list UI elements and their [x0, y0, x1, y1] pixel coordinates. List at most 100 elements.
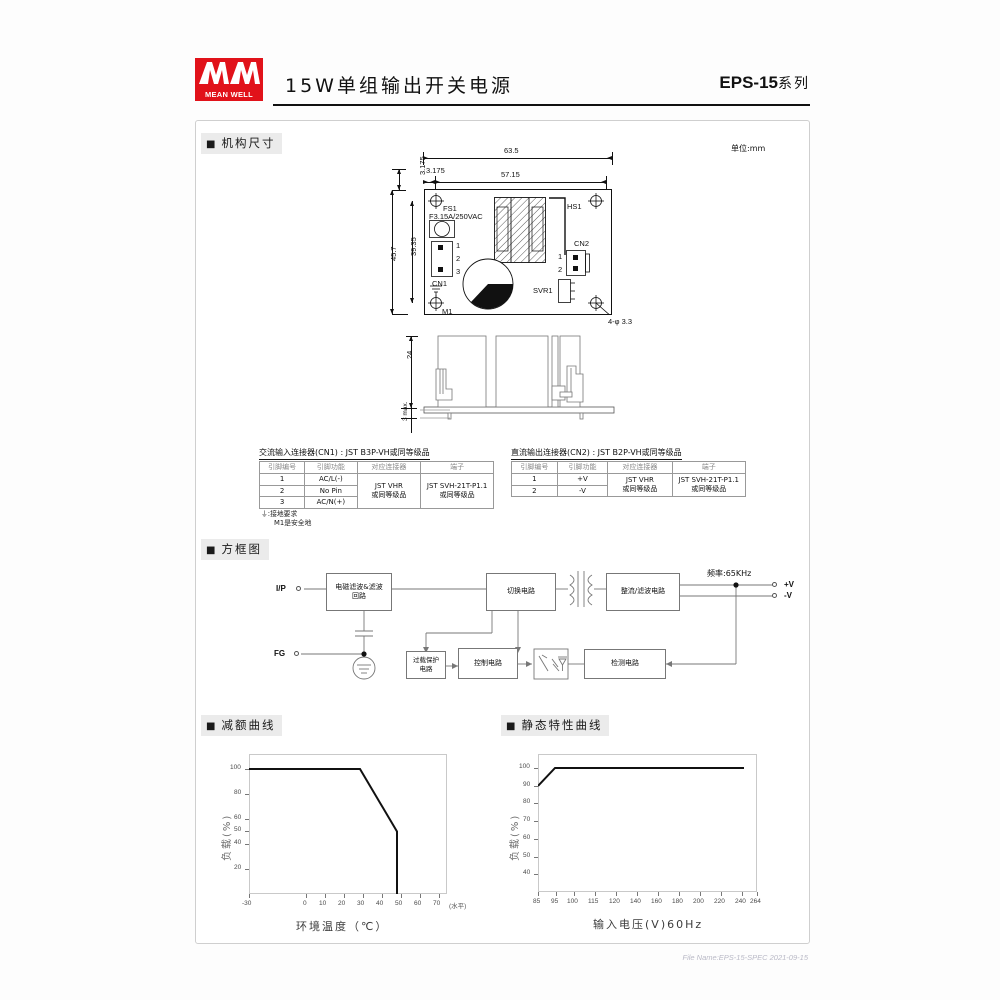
derating-ytick-100 — [245, 769, 249, 770]
output-terminal-pos — [772, 582, 777, 587]
earth-ground-symbol-m1 — [430, 285, 442, 297]
col-pin-no: 引脚编号 — [258, 461, 306, 474]
dim-arrow-63-left — [423, 155, 428, 160]
grounding-note-line2: M1是安全地 — [274, 519, 312, 527]
dim-arrow-3175-b — [430, 179, 435, 184]
static-xlabel-160: 160 — [651, 898, 662, 905]
dim-arrow-24-down — [408, 403, 413, 408]
fuse-rating-label: F3.15A/250VAC — [429, 212, 483, 221]
static-xtick-100 — [574, 892, 575, 896]
static-xlabel-115: 115 — [588, 898, 599, 905]
unit-note: 单位:mm — [731, 144, 766, 153]
input-terminal-ip — [296, 586, 301, 591]
bullet-square-icon: ■ — [206, 139, 218, 150]
static-ylabel-50: 50 — [523, 852, 531, 859]
table-row: 3 AC/N(+) — [258, 496, 494, 509]
output-label-pos: +V — [784, 580, 795, 589]
page-title: 15W单组输出开关电源 — [285, 75, 513, 97]
derating-xtick-20 — [344, 894, 345, 898]
dim-label-24: 24 — [405, 350, 414, 359]
header-divider — [273, 104, 810, 106]
pcb-outline-top-view — [424, 189, 612, 315]
static-xlabel-220: 220 — [714, 898, 725, 905]
fuse-symbol — [429, 220, 455, 238]
derating-xtick-m30 — [249, 894, 250, 898]
svr1-symbol — [558, 279, 575, 303]
static-xlabel-95: 95 — [551, 898, 559, 905]
static-xtick-85 — [538, 892, 539, 896]
cell-pin-func: -V — [556, 484, 609, 498]
hole-spec-label: 4-φ 3.3 — [608, 317, 633, 326]
col-terminal: 端子 — [671, 461, 747, 474]
wire-arrow-opto-to-control — [526, 661, 532, 667]
static-ylabel-80: 80 — [523, 798, 531, 805]
dim-line-63 — [423, 158, 612, 159]
static-xtick-115 — [595, 892, 596, 896]
bullet-square-icon: ■ — [506, 721, 518, 732]
derating-xtick-60 — [420, 894, 421, 898]
cn2-connector-symbol — [566, 250, 590, 276]
block-rectifier-filter: 整流/滤波电路 — [606, 573, 680, 611]
fg-junction-dot — [361, 651, 367, 657]
svr1-label: SVR1 — [533, 286, 553, 295]
dim-line-24 — [411, 336, 412, 408]
output-terminal-neg — [772, 593, 777, 598]
dim-arrow-3175-v-up — [396, 169, 401, 174]
wire-arrow-olp-to-control — [452, 663, 458, 669]
derating-ylabel-60: 60 — [234, 814, 242, 821]
dim-arrow-3175-a — [423, 179, 428, 184]
cn2-pin-1: 1 — [558, 252, 563, 261]
section-header-mechanical: ■机构尺寸 — [201, 133, 283, 154]
derating-curve — [249, 768, 398, 894]
cell-pin-func: +V — [556, 472, 609, 486]
cn1-connector-symbol — [431, 241, 453, 277]
input-terminal-fg — [294, 651, 299, 656]
series-code: EPS-15 — [719, 73, 778, 92]
table-row: 1 +V JST VHR 或同等级品 JST SVH-21T-P1.1 或同等级… — [511, 472, 747, 498]
cn2-connector-table: 引脚编号 引脚功能 对应连接器 端子 1 +V JST VHR 或同等级品 JS… — [511, 461, 747, 498]
cn2-pin-2: 2 — [558, 265, 563, 274]
bullet-square-icon: ■ — [206, 721, 218, 732]
derating-ylabel-100: 100 — [230, 764, 241, 771]
col-pin-func: 引脚功能 — [304, 461, 358, 474]
derating-ylabel-20: 20 — [234, 864, 242, 871]
block-emi-filter: 电磁滤波&滤波 回路 — [326, 573, 392, 611]
dim-line-3175-h — [423, 182, 435, 183]
derating-xlabel-m30: -30 — [242, 900, 252, 907]
static-ytick-100 — [534, 768, 538, 769]
static-x-axis-title: 输入电压(V)60Hz — [593, 918, 704, 931]
dim-arrow-457-down — [389, 309, 394, 314]
fg-earth-symbol — [352, 656, 376, 680]
table-header-row: 引脚编号 引脚功能 对应连接器 端子 — [258, 461, 494, 474]
cell-pin-no: 3 — [258, 496, 306, 509]
dim-line-3935 — [412, 201, 413, 303]
fuse-ref-label: FS1 — [443, 204, 457, 213]
bullet-square-icon: ■ — [206, 545, 218, 556]
static-ytick-90 — [534, 786, 538, 787]
static-xlabel-240: 240 — [735, 898, 746, 905]
derating-ylabel-50: 50 — [234, 826, 242, 833]
derating-ytick-50 — [245, 831, 249, 832]
heatsink-hs1-symbol — [549, 197, 566, 255]
grounding-note-line1: ⏚:接地要求 — [261, 510, 298, 518]
wire-arrow-feedback — [666, 661, 672, 667]
dim-label-3935: 39.35 — [409, 237, 418, 256]
col-pin-func: 引脚功能 — [556, 461, 609, 474]
derating-xlabel-10: 10 — [319, 900, 327, 907]
dim-ext-5715-right — [606, 176, 607, 189]
cn2-table-caption: 直流输出连接器(CN2) : JST B2P-VH或同等级品 — [511, 447, 682, 460]
dim-tick-3175-v-bot — [392, 190, 406, 191]
dim-line-457 — [392, 190, 393, 314]
derating-ylabel-40: 40 — [234, 839, 242, 846]
static-xtick-140 — [637, 892, 638, 896]
block-diagram-wires — [301, 571, 774, 680]
transformer-coils — [569, 571, 593, 607]
static-xlabel-85: 85 — [533, 898, 541, 905]
dim-arrow-457-up — [389, 190, 394, 195]
wire-arrow-olp — [423, 647, 429, 653]
derating-xtick-40 — [382, 894, 383, 898]
dim-arrow-3935-up — [409, 201, 414, 206]
block-overload-protection: 过载保护 电路 — [406, 651, 446, 679]
derating-xlabel-50: 50 — [395, 900, 403, 907]
